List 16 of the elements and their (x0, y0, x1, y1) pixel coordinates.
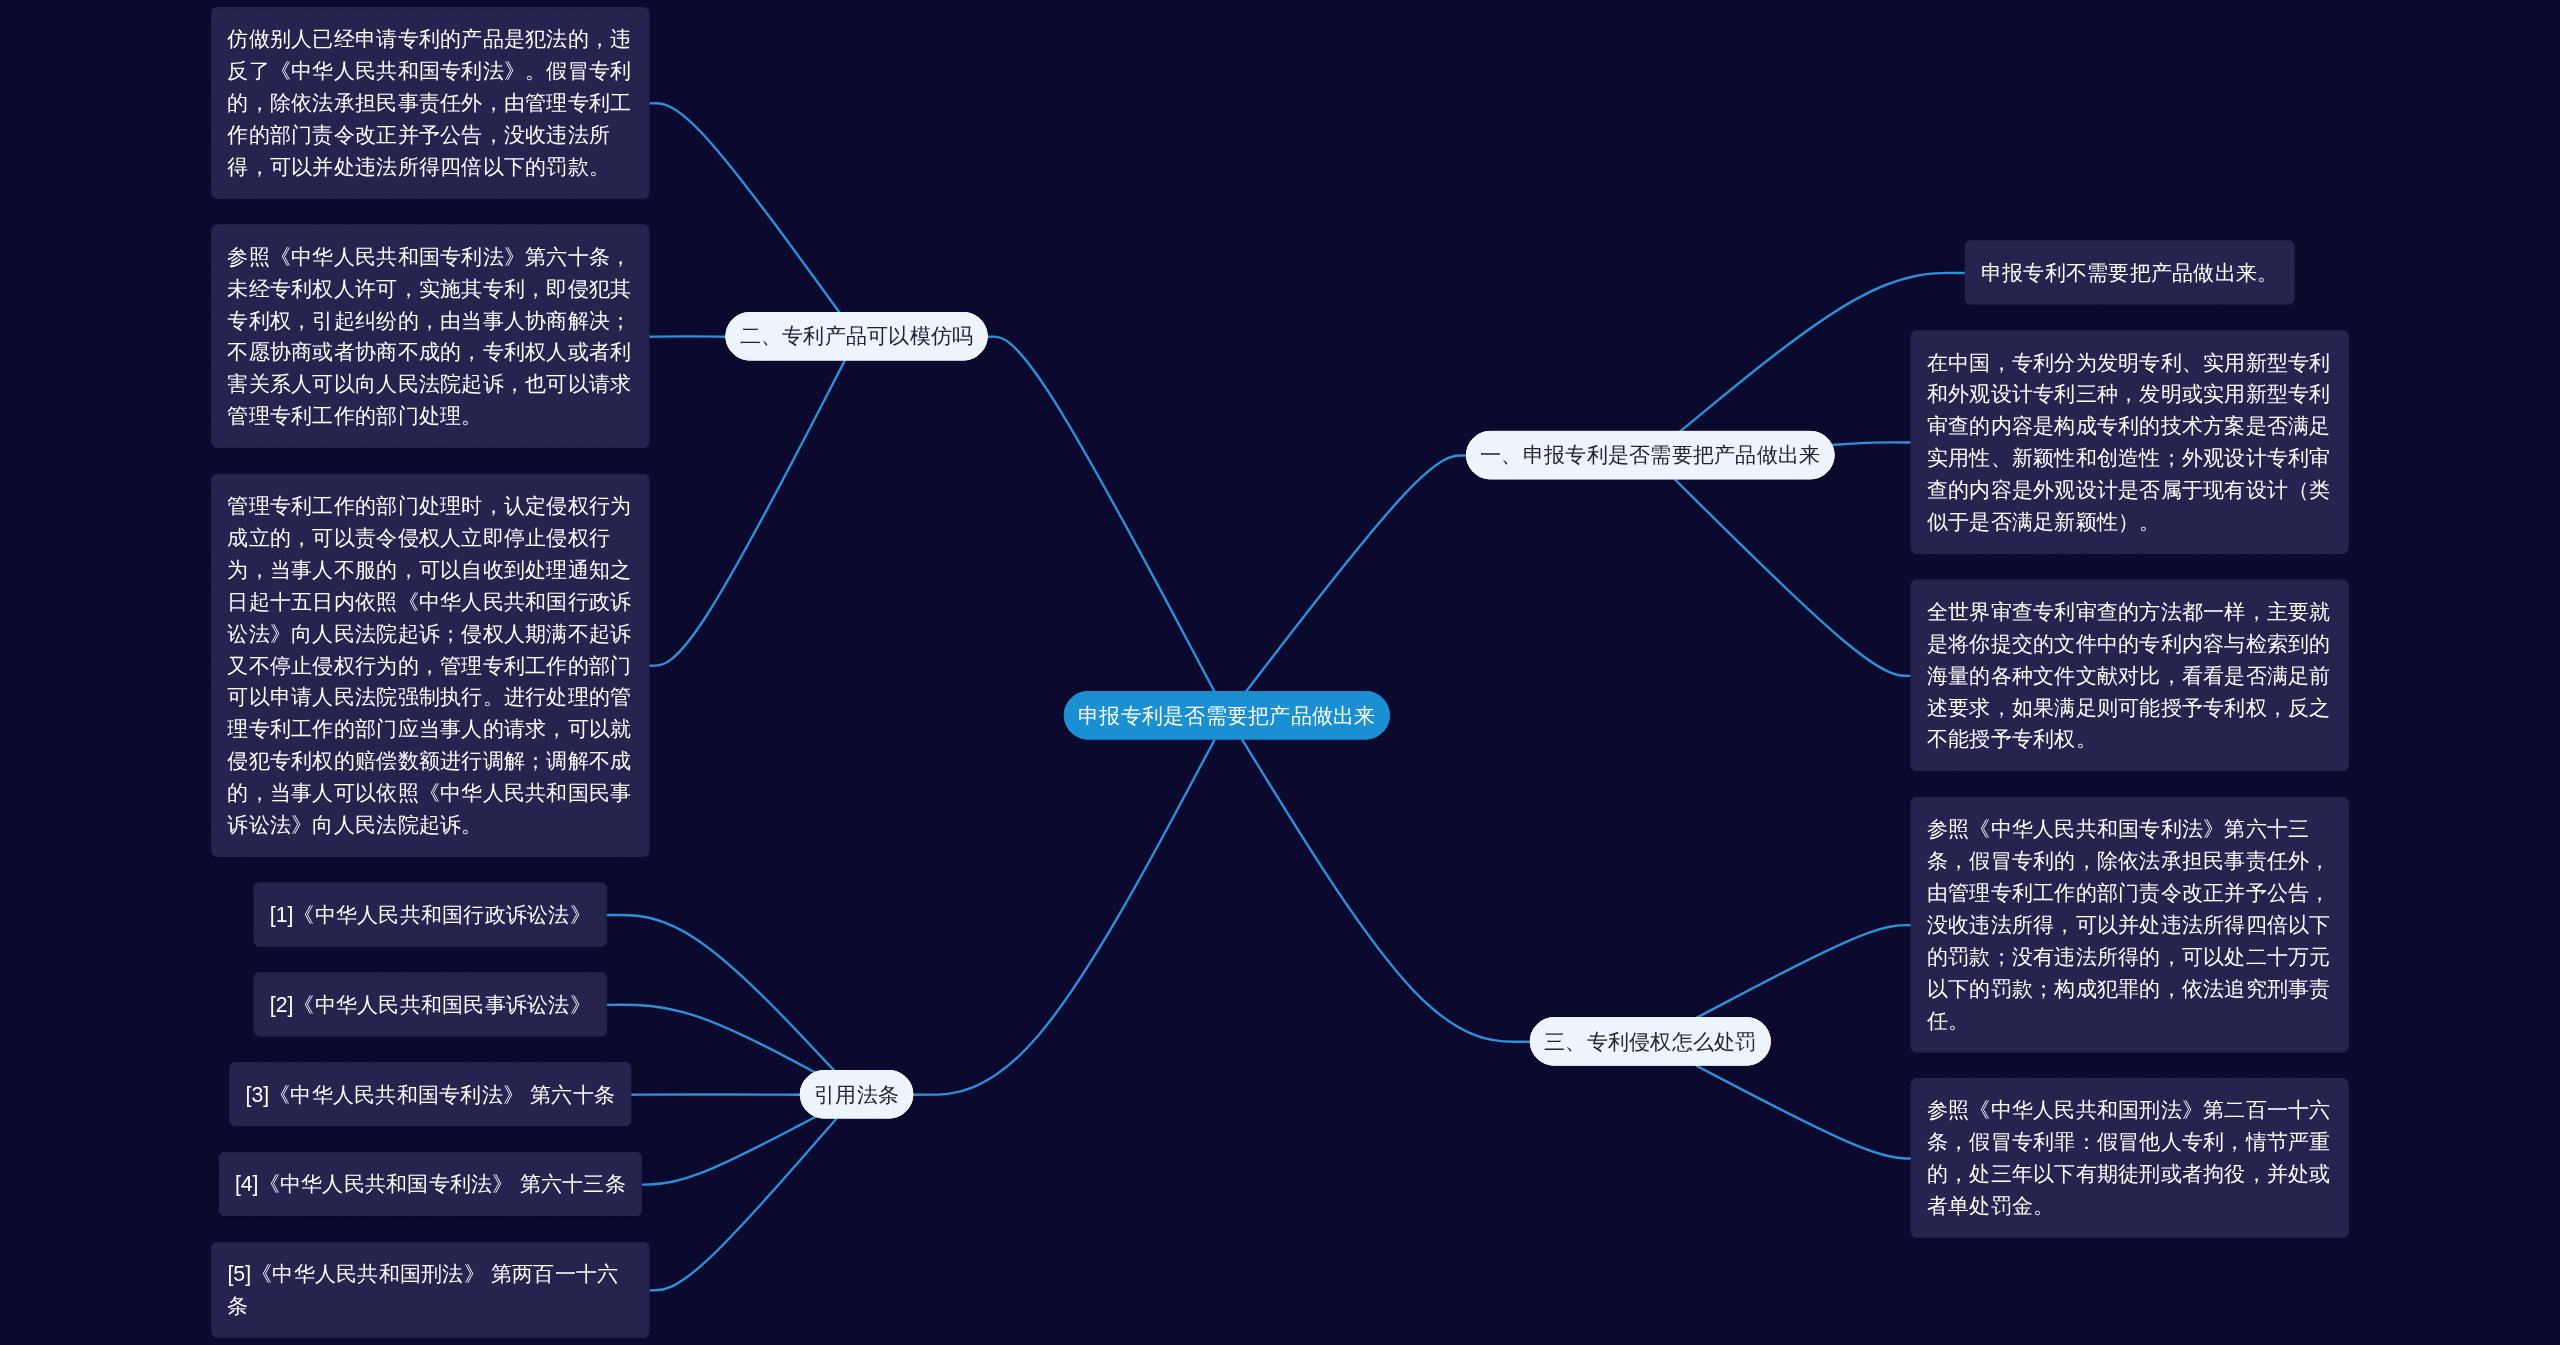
connector (606, 1003, 817, 1074)
connector (1695, 1064, 1912, 1160)
connector (987, 335, 1216, 693)
connector (1831, 441, 1912, 447)
connector (649, 359, 846, 667)
connector (631, 1093, 801, 1096)
connector (649, 335, 727, 338)
connector (649, 1117, 838, 1292)
connector (606, 913, 836, 1072)
connector (913, 738, 1216, 1096)
connector (1673, 478, 1912, 678)
connector (1244, 454, 1468, 693)
connector (1240, 738, 1531, 1044)
connector (649, 102, 841, 314)
connector (641, 1115, 817, 1186)
connector (1678, 271, 1966, 433)
